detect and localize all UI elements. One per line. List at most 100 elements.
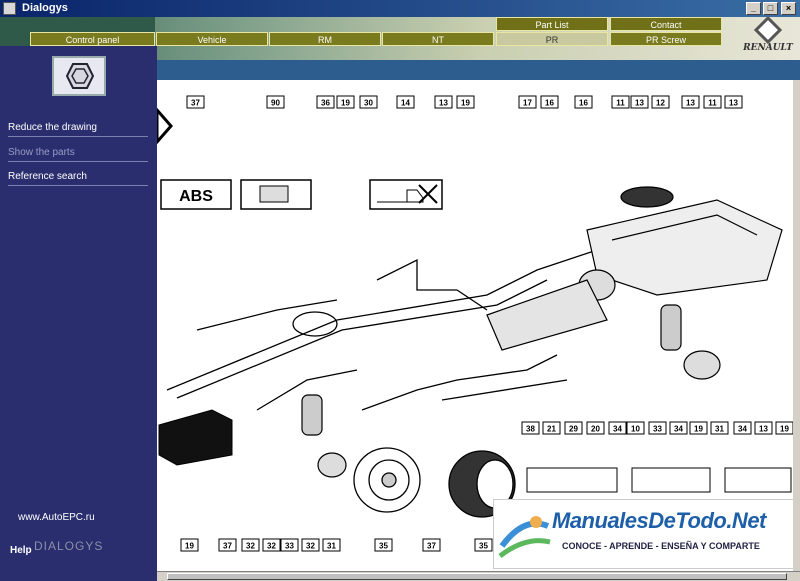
callout-top[interactable]: 30 xyxy=(364,99,373,108)
tab-control-panel[interactable]: Control panel xyxy=(30,32,155,46)
callout-top[interactable]: 11 xyxy=(708,99,717,108)
callout-top-box xyxy=(396,95,415,109)
wheel-rim xyxy=(353,447,421,513)
callout-bottom-box xyxy=(280,538,299,552)
hex-nut-icon[interactable] xyxy=(52,56,106,96)
callout-top[interactable]: 16 xyxy=(545,99,554,108)
close-button[interactable]: × xyxy=(781,2,796,15)
callout-bottom-box xyxy=(422,538,441,552)
callout-top[interactable]: 12 xyxy=(656,99,665,108)
callout-right[interactable]: 29 xyxy=(569,425,578,434)
callout-top[interactable]: 17 xyxy=(523,99,532,108)
callout-top[interactable]: 16 xyxy=(579,99,588,108)
callout-bottom[interactable]: 32 xyxy=(306,542,315,551)
callout-bottom[interactable]: 32 xyxy=(267,542,276,551)
callout-bottom[interactable]: 37 xyxy=(427,542,436,551)
minimize-button[interactable]: _ xyxy=(746,2,761,15)
callout-right[interactable]: 31 xyxy=(715,425,724,434)
callout-top-box xyxy=(724,95,743,109)
callout-top-box xyxy=(456,95,475,109)
callout-right[interactable]: 10 xyxy=(631,425,640,434)
callout-top-box xyxy=(703,95,722,109)
sidebar-item-show-parts[interactable]: Show the parts xyxy=(8,147,148,162)
brake-disc xyxy=(683,350,721,380)
callout-right-box xyxy=(775,421,793,435)
van-box xyxy=(369,179,443,210)
callout-bottom-box xyxy=(301,538,320,552)
callout-top-box xyxy=(630,95,649,109)
callout-right[interactable]: 13 xyxy=(759,425,768,434)
callout-right[interactable]: 34 xyxy=(738,425,747,434)
callout-right[interactable]: 34 xyxy=(674,425,683,434)
callout-right[interactable]: 19 xyxy=(780,425,789,434)
maximize-button[interactable]: □ xyxy=(763,2,778,15)
callout-top-box xyxy=(336,95,355,109)
callout-right-box xyxy=(586,421,605,435)
callout-bottom-box xyxy=(241,538,260,552)
tab-nt[interactable]: NT xyxy=(382,32,494,46)
callout-bottom-box xyxy=(474,538,493,552)
scroll-thumb[interactable] xyxy=(167,573,787,580)
callout-top[interactable]: 13 xyxy=(686,99,695,108)
callout-top-box xyxy=(651,95,670,109)
tab-pr[interactable]: PR xyxy=(496,32,608,46)
header: Part List Contact Control panel Vehicle … xyxy=(0,15,800,60)
callout-bottom[interactable]: 19 xyxy=(185,542,194,551)
callout-top-box xyxy=(574,95,593,109)
sidebar-item-reference-search[interactable]: Reference search xyxy=(8,171,148,186)
callout-top[interactable]: 13 xyxy=(729,99,738,108)
tab-contact[interactable]: Contact xyxy=(610,17,722,31)
callout-right[interactable]: 20 xyxy=(591,425,600,434)
callout-top-box xyxy=(434,95,453,109)
watermark: ManualesDeTodo.Net CONOCE - APRENDE - EN… xyxy=(493,499,793,569)
vertical-scrollbar[interactable] xyxy=(793,80,800,571)
callout-top[interactable]: 11 xyxy=(616,99,625,108)
callout-top[interactable]: 13 xyxy=(635,99,644,108)
callout-bottom[interactable]: 35 xyxy=(379,542,388,551)
callout-bottom[interactable]: 35 xyxy=(479,542,488,551)
callout-top-box xyxy=(316,95,335,109)
callout-top[interactable]: 37 xyxy=(191,99,200,108)
callout-bottom[interactable]: 32 xyxy=(246,542,255,551)
callout-top[interactable]: 19 xyxy=(461,99,470,108)
callout-right-box xyxy=(648,421,667,435)
abs-label: ABS xyxy=(179,188,213,205)
left-arrow-icon[interactable] xyxy=(157,107,173,145)
callout-right[interactable]: 38 xyxy=(526,425,535,434)
callout-top-box xyxy=(186,95,205,109)
callout-top[interactable]: 19 xyxy=(341,99,350,108)
callout-bottom[interactable]: 37 xyxy=(223,542,232,551)
callout-top[interactable]: 14 xyxy=(401,99,410,108)
tab-vehicle[interactable]: Vehicle xyxy=(156,32,268,46)
tab-pr-screw[interactable]: PR Screw xyxy=(610,32,722,46)
parts-diagram[interactable]: ABS xyxy=(157,80,793,571)
callout-top[interactable]: 36 xyxy=(321,99,330,108)
callout-right[interactable]: 33 xyxy=(653,425,662,434)
callout-right-box xyxy=(608,421,627,435)
callout-right[interactable]: 19 xyxy=(694,425,703,434)
content-toolbar xyxy=(157,60,800,80)
watermark-title: ManualesDeTodo.Net xyxy=(552,508,766,533)
watermark-logo-icon xyxy=(498,516,551,558)
callout-right[interactable]: 21 xyxy=(547,425,556,434)
window-title: Dialogys xyxy=(22,2,68,14)
callout-bottom-box xyxy=(180,538,199,552)
app-icon xyxy=(3,2,16,15)
horizontal-scrollbar[interactable] xyxy=(157,571,800,581)
callout-top-box xyxy=(681,95,700,109)
coil-spring-rear xyxy=(660,304,682,351)
engine-block xyxy=(486,186,783,351)
parts-box-3 xyxy=(724,467,792,493)
callout-top-box xyxy=(359,95,378,109)
callout-right[interactable]: 34 xyxy=(613,425,622,434)
callout-bottom[interactable]: 33 xyxy=(285,542,294,551)
tab-rm[interactable]: RM xyxy=(269,32,381,46)
help-link[interactable]: Help xyxy=(10,545,32,556)
callout-top[interactable]: 90 xyxy=(271,99,280,108)
battery xyxy=(158,409,233,466)
callout-top[interactable]: 13 xyxy=(439,99,448,108)
callout-bottom[interactable]: 31 xyxy=(327,542,336,551)
sidebar-item-reduce-drawing[interactable]: Reduce the drawing xyxy=(8,122,148,137)
callout-right-box xyxy=(689,421,708,435)
tab-part-list[interactable]: Part List xyxy=(496,17,608,31)
